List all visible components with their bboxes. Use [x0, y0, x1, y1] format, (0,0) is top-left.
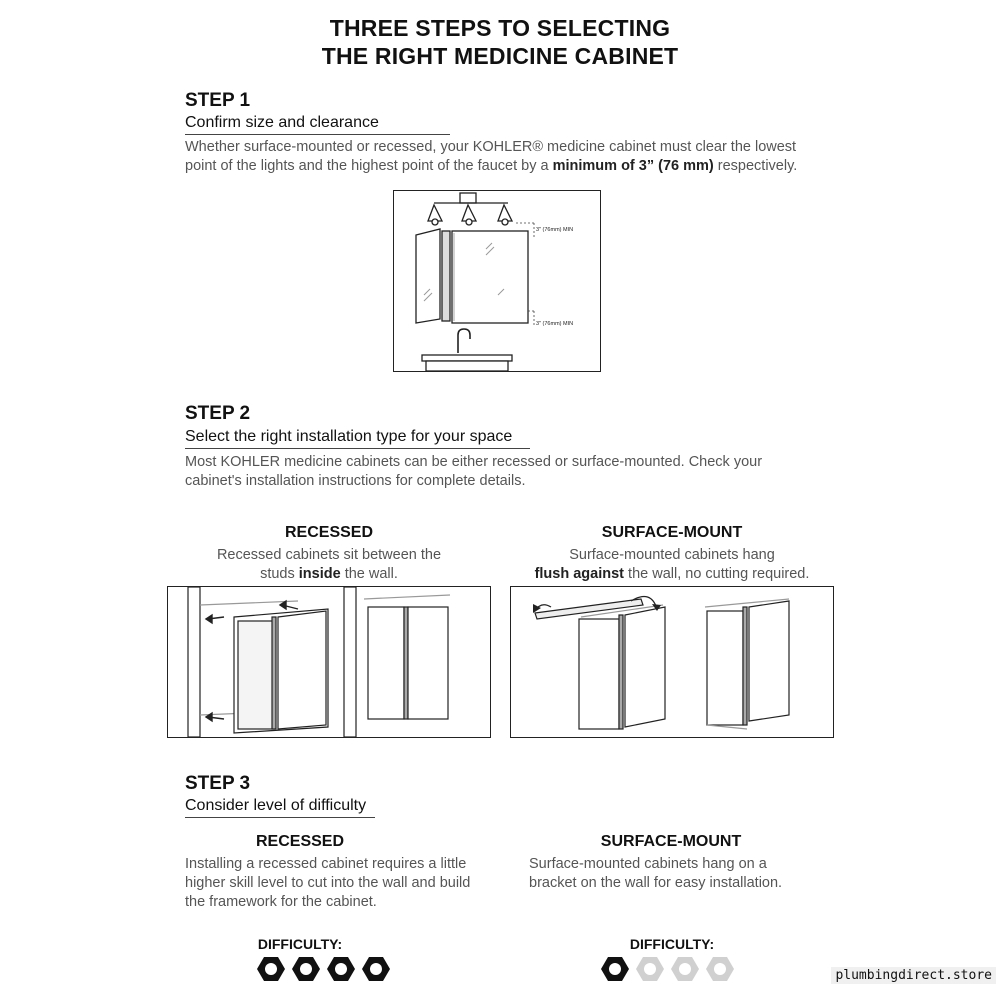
wall-stud-icon: [187, 587, 201, 737]
bottom-clearance-label: 3" (76mm) MIN: [536, 321, 573, 327]
hex-nut-filled-icon: [327, 957, 355, 981]
recessed-text-line1: Recessed cabinets sit between the: [216, 547, 442, 563]
clearance-illustration: 3" (76mm) MIN 3" (76mm) MIN: [393, 190, 601, 372]
recessed-heading: RECESSED: [284, 524, 374, 541]
surface-mount-illustration: [510, 586, 834, 738]
clearance-dashes: [516, 222, 535, 327]
step2-heading: STEP 2: [185, 403, 251, 424]
surface-difficulty-label: DIFFICULTY:: [629, 936, 715, 952]
step1-subheading-wrap: Confirm size and clearance: [185, 114, 450, 135]
step3-recessed-heading: RECESSED: [255, 833, 345, 850]
recessed-difficulty-label: DIFFICULTY:: [257, 936, 343, 952]
step3-surface-text: Surface-mounted cabinets hang on a brack…: [529, 856, 783, 891]
watermark: plumbingdirect.store: [831, 967, 996, 984]
hex-nut-empty-icon: [706, 957, 734, 981]
step1-heading: STEP 1: [185, 90, 251, 111]
arrows-icon: [204, 599, 299, 723]
surface-difficulty-rating: [600, 956, 735, 982]
recessed-difficulty-rating: [256, 956, 391, 982]
step3-subheading: Consider level of difficulty: [185, 797, 375, 818]
step3-recessed-text: Installing a recessed cabinet requires a…: [185, 856, 471, 910]
hex-nut-filled-icon: [257, 957, 285, 981]
cabinet-icon: [415, 228, 529, 324]
surface-text-line2b: the wall, no cutting required.: [624, 566, 810, 582]
surface-text-line1: Surface-mounted cabinets hang: [569, 547, 775, 563]
surface-text-line2-bold: flush against: [534, 566, 625, 582]
hex-nut-filled-icon: [362, 957, 390, 981]
step3-heading: STEP 3: [185, 773, 251, 794]
page-title-line1: THREE STEPS TO SELECTING: [329, 15, 671, 41]
light-fixture-icon: [427, 192, 514, 226]
recessed-text-line2c: the wall.: [340, 566, 398, 582]
faucet-icon: [457, 328, 471, 353]
step3-surface-heading: SURFACE-MOUNT: [600, 833, 742, 850]
step2-subheading-wrap: Select the right installation type for y…: [185, 428, 530, 449]
vanity-icon: [421, 354, 513, 371]
step1-text: Whether surface-mounted or recessed, you…: [185, 138, 825, 176]
step2-text: Most KOHLER medicine cabinets can be eit…: [185, 454, 763, 489]
step2-subheading: Select the right installation type for y…: [185, 428, 530, 449]
step1-text-part3: respectively.: [713, 158, 798, 174]
step3-subheading-wrap: Consider level of difficulty: [185, 797, 375, 818]
step1-text-bold: minimum of 3” (76 mm): [552, 158, 714, 174]
step1-subheading: Confirm size and clearance: [185, 114, 450, 135]
recessed-text-line2-bold: inside: [298, 566, 341, 582]
recessed-text-line2a: studs: [260, 566, 299, 582]
mounting-bracket-icon: [534, 598, 644, 620]
step1-text-part1: Whether surface-mounted or recessed, you…: [185, 139, 797, 174]
surface-heading: SURFACE-MOUNT: [601, 524, 743, 541]
recessed-text: Recessed cabinets sit between the studs …: [168, 546, 490, 584]
top-clearance-label: 3" (76mm) MIN: [536, 227, 573, 233]
surface-text: Surface-mounted cabinets hang flush agai…: [511, 546, 833, 584]
page-title-line2: THE RIGHT MEDICINE CABINET: [321, 43, 679, 69]
surface-cabinet-icon: [578, 618, 620, 730]
hex-nut-empty-icon: [671, 957, 699, 981]
hex-nut-filled-icon: [292, 957, 320, 981]
hex-nut-filled-icon: [601, 957, 629, 981]
recessed-illustration: [167, 586, 491, 738]
hex-nut-empty-icon: [636, 957, 664, 981]
